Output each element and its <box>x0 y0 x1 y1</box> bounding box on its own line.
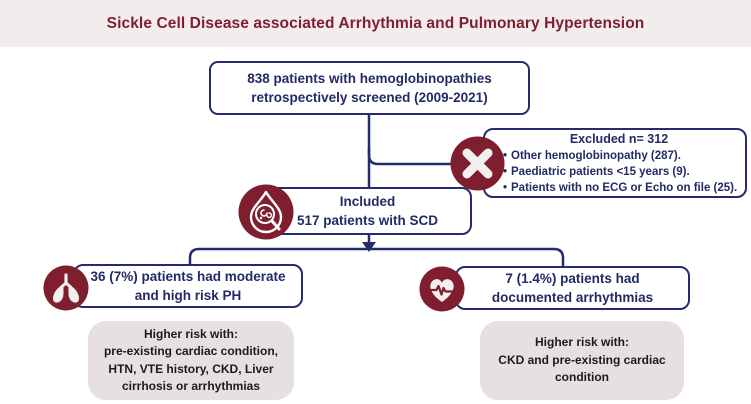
x-cross-icon <box>450 136 505 191</box>
arrowhead-down <box>362 242 376 252</box>
included-line-1: Included <box>339 194 396 209</box>
arrhythmia-risk-line-1: Higher risk with: <box>534 335 629 350</box>
lungs-icon <box>43 265 89 311</box>
arrhythmia-risk-box: Higher risk with: CKD and pre-existing c… <box>480 321 684 400</box>
ph-risk-line-4: cirrhosis or arrhythmias <box>121 379 261 393</box>
included-box: Included 517 patients with SCD <box>263 187 472 235</box>
included-line-2: 517 patients with SCD <box>296 213 439 228</box>
arrhythmia-line-1: 7 (1.4%) patients had <box>505 271 640 286</box>
ph-risk-line-2: pre-existing cardiac condition, <box>103 344 279 358</box>
excluded-heading: Excluded n= 312 <box>569 131 669 146</box>
page-title: Sickle Cell Disease associated Arrhythmi… <box>106 14 645 32</box>
excluded-bullet-row: Other hemoglobinopathy (287). <box>499 148 739 164</box>
title-band: Sickle Cell Disease associated Arrhythmi… <box>0 0 751 47</box>
arrhythmia-result-box: 7 (1.4%) patients had documented arrhyth… <box>455 266 690 310</box>
ph-line-1: 36 (7%) patients had moderate <box>90 269 286 284</box>
excluded-box: Excluded n= 312 Other hemoglobinopathy (… <box>483 128 747 198</box>
excluded-bullet-row: Patients with no ECG or Echo on file (25… <box>499 180 739 196</box>
arrhythmia-risk-line-2: CKD and pre-existing cardiac <box>498 352 666 367</box>
ph-result-box: 36 (7%) patients had moderate and high r… <box>73 264 303 308</box>
excluded-bullet-3: Patients with no ECG or Echo on file (25… <box>511 181 738 194</box>
connector-branch-to-excluded <box>367 148 458 166</box>
excluded-bullet-2: Paediatric patients <15 years (9). <box>511 165 690 178</box>
screened-patients-box: 838 patients with hemoglobinopathies ret… <box>209 61 530 115</box>
ph-line-2: and high risk PH <box>134 288 242 303</box>
ph-risk-box: Higher risk with: pre-existing cardiac c… <box>88 321 294 400</box>
heart-ecg-icon <box>419 266 465 312</box>
arrhythmia-line-2: documented arrhythmias <box>491 290 654 305</box>
connector-split-bar <box>188 247 565 269</box>
ph-risk-line-1: Higher risk with: <box>143 326 238 341</box>
screened-line-1: 838 patients with hemoglobinopathies <box>247 71 492 86</box>
screened-line-2: retrospectively screened (2009-2021) <box>251 90 488 105</box>
blood-drop-magnifier-icon <box>238 184 294 240</box>
arrhythmia-risk-line-3: condition <box>555 370 609 385</box>
ph-risk-line-3: HTN, VTE history, CKD, Liver <box>108 361 274 376</box>
excluded-bullet-row: Paediatric patients <15 years (9). <box>499 164 739 180</box>
excluded-bullet-1: Other hemoglobinopathy (287). <box>511 149 681 162</box>
